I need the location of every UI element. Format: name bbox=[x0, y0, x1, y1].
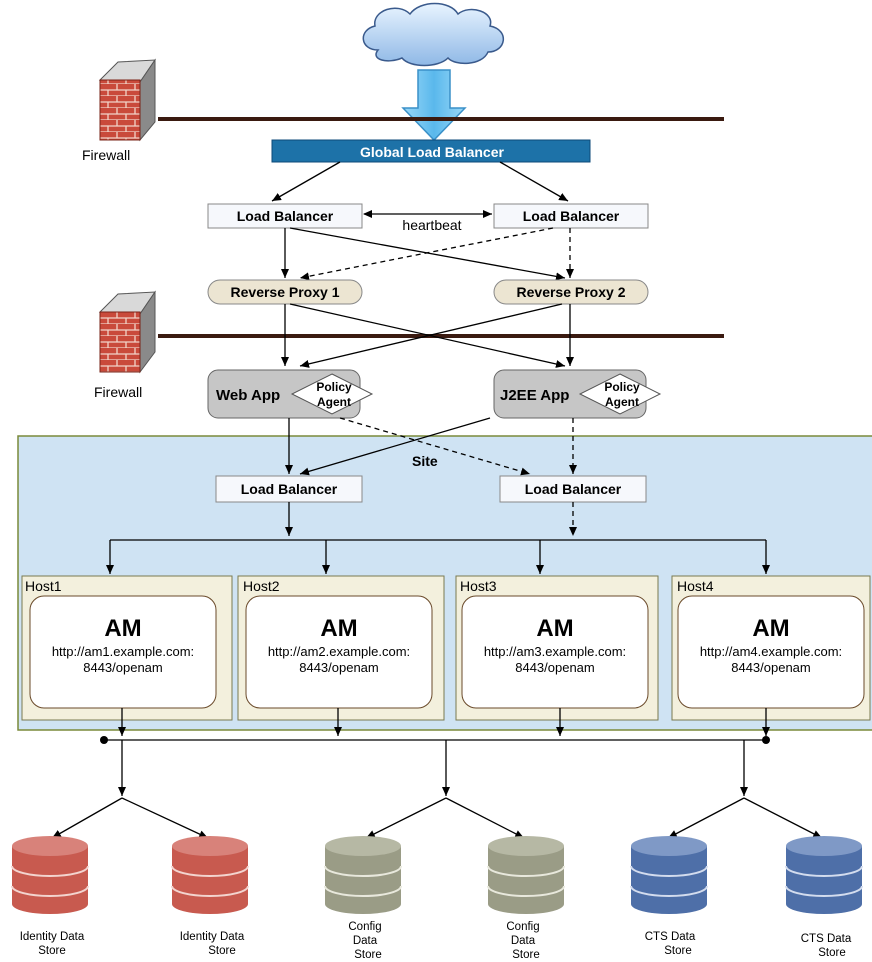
web-app-label: Web App bbox=[216, 387, 280, 404]
load-balancer-left bbox=[207, 203, 363, 229]
host-url-line2: 8443/openam bbox=[515, 660, 595, 675]
reverse-proxy-2-label: Reverse Proxy 2 bbox=[517, 284, 626, 300]
host-card: Host2 AM http://am2.example.com: 8443/op… bbox=[237, 575, 445, 721]
host-url-line1: http://am3.example.com: bbox=[484, 644, 626, 659]
heartbeat-label: heartbeat bbox=[402, 217, 461, 233]
host-name: Host3 bbox=[460, 578, 497, 594]
host-card: Host3 AM http://am3.example.com: 8443/op… bbox=[455, 575, 659, 721]
internet-cloud-icon bbox=[362, 2, 504, 67]
load-balancer-right-label: Load Balancer bbox=[523, 208, 620, 224]
proxy-app-connectors bbox=[281, 303, 574, 368]
host-url-line2: 8443/openam bbox=[299, 660, 379, 675]
store-label: CTS Data bbox=[801, 933, 852, 945]
firewall-top-label: Firewall bbox=[82, 147, 130, 163]
host-product: AM bbox=[104, 615, 141, 642]
identity-store-icon bbox=[11, 835, 89, 915]
host-url-line1: http://am1.example.com: bbox=[52, 644, 194, 659]
j2ee-app-label: J2EE App bbox=[500, 387, 569, 404]
host-product: AM bbox=[752, 615, 789, 642]
site-load-balancer-right-label: Load Balancer bbox=[525, 481, 622, 497]
load-balancer-right bbox=[493, 203, 649, 229]
host-url-line2: 8443/openam bbox=[731, 660, 811, 675]
host-card: Host4 AM http://am4.example.com: 8443/op… bbox=[671, 575, 871, 721]
data-bus bbox=[104, 708, 770, 741]
app-lb-connectors bbox=[285, 417, 577, 476]
host-name: Host4 bbox=[677, 578, 714, 594]
store-label: Data bbox=[511, 935, 536, 947]
host-name: Host2 bbox=[243, 578, 280, 594]
config-store-icon bbox=[487, 835, 565, 915]
policy-agent-right-line2: Agent bbox=[605, 395, 639, 409]
store-label: Config bbox=[348, 921, 381, 933]
host-product: AM bbox=[536, 615, 573, 642]
config-store-icon bbox=[324, 835, 402, 915]
host-url-line1: http://am4.example.com: bbox=[700, 644, 842, 659]
lb-proxy-connectors bbox=[281, 227, 574, 281]
store-label: Config bbox=[506, 921, 539, 933]
store-label: Store bbox=[38, 945, 66, 957]
global-load-balancer-label: Global Load Balancer bbox=[360, 144, 504, 160]
host-url-line2: 8443/openam bbox=[83, 660, 163, 675]
policy-agent-left: Policy Agent bbox=[290, 373, 374, 415]
store-label: Store bbox=[512, 949, 540, 961]
store-label: Data bbox=[353, 935, 378, 947]
firewall-middle-icon bbox=[98, 290, 156, 374]
host-name: Host1 bbox=[25, 578, 62, 594]
firewall-top-line bbox=[158, 117, 724, 121]
cts-store-icon bbox=[785, 835, 863, 915]
load-balancer-left-label: Load Balancer bbox=[237, 208, 334, 224]
policy-agent-left-line1: Policy bbox=[316, 380, 352, 394]
site-load-balancer-left-label: Load Balancer bbox=[241, 481, 338, 497]
store-label: Store bbox=[818, 947, 846, 959]
reverse-proxy-1-label: Reverse Proxy 1 bbox=[231, 284, 340, 300]
cts-store-icon bbox=[630, 835, 708, 915]
site-label: Site bbox=[412, 453, 438, 469]
firewall-middle-line bbox=[158, 334, 724, 338]
firewall-top-icon bbox=[98, 58, 156, 142]
store-connectors bbox=[51, 740, 823, 839]
policy-agent-right: Policy Agent bbox=[578, 373, 662, 415]
store-label: Store bbox=[354, 949, 382, 961]
store-label: Store bbox=[664, 945, 692, 957]
store-label: Store bbox=[208, 945, 236, 957]
store-label: CTS Data bbox=[645, 931, 696, 943]
identity-store-icon bbox=[171, 835, 249, 915]
host-card: Host1 AM http://am1.example.com: 8443/op… bbox=[21, 575, 233, 721]
store-label: Identity Data bbox=[20, 931, 85, 943]
incoming-traffic-arrow-icon bbox=[401, 69, 467, 142]
host-product: AM bbox=[320, 615, 357, 642]
store-label: Identity Data bbox=[180, 931, 245, 943]
firewall-middle-label: Firewall bbox=[94, 384, 142, 400]
site-load-balancer-right bbox=[499, 475, 647, 503]
policy-agent-right-line1: Policy bbox=[604, 380, 640, 394]
bus-endpoint-left bbox=[100, 736, 108, 744]
glb-connectors bbox=[271, 161, 569, 202]
policy-agent-left-line2: Agent bbox=[317, 395, 351, 409]
bus-endpoint-right bbox=[762, 736, 770, 744]
host-distribution-lines bbox=[106, 502, 770, 574]
host-url-line1: http://am2.example.com: bbox=[268, 644, 410, 659]
global-load-balancer bbox=[271, 139, 591, 163]
reverse-proxy-2 bbox=[493, 279, 649, 305]
